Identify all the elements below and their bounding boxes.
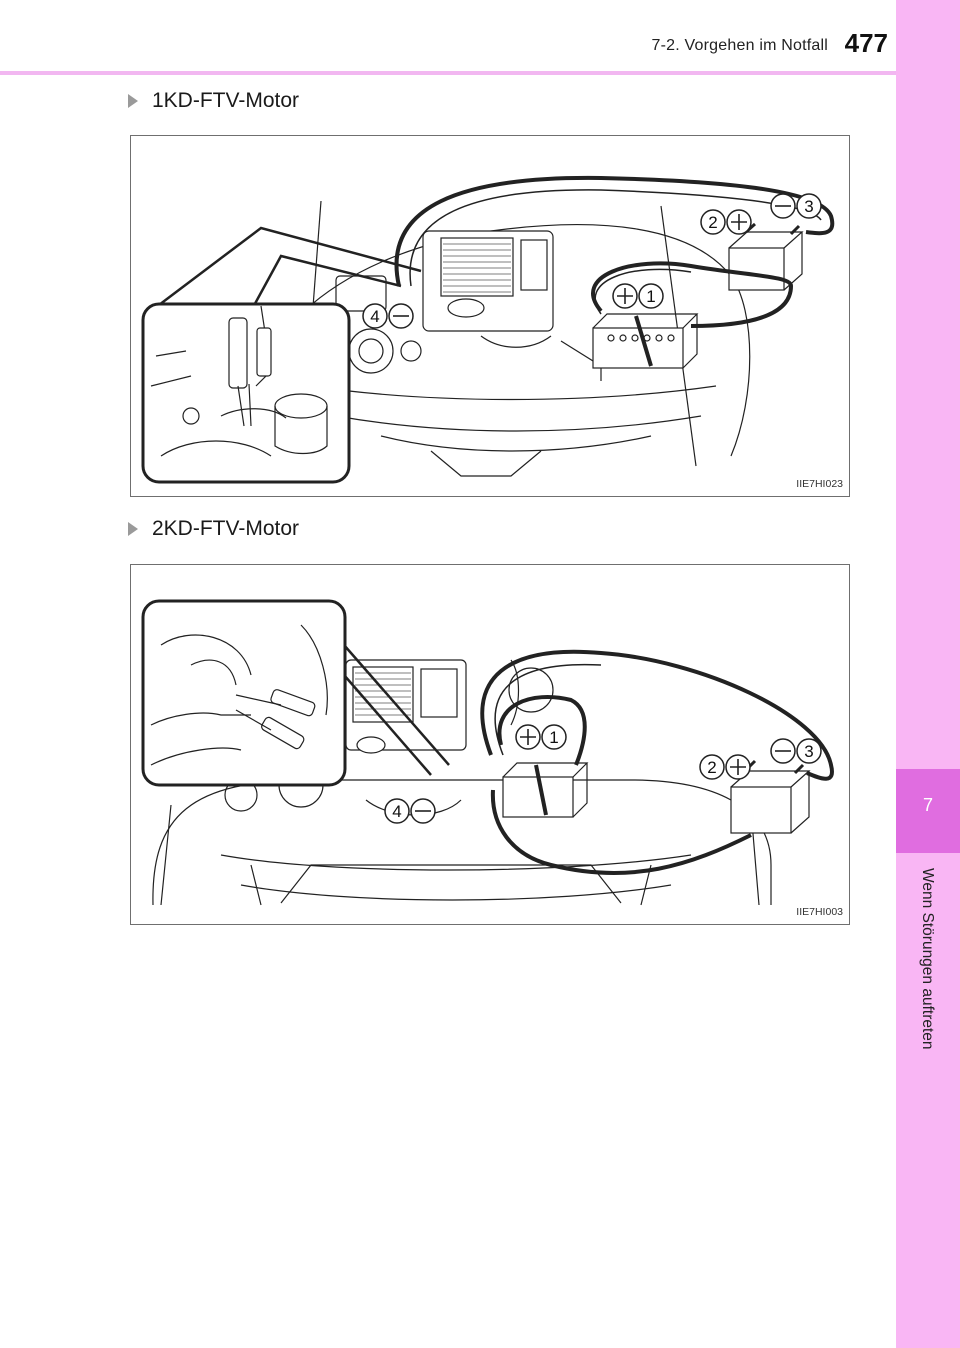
chapter-title-text: Wenn Störungen auftreten <box>919 868 936 1050</box>
callout-3: 3 <box>804 197 813 216</box>
figure-1-image-code: IIE7HI023 <box>796 478 843 490</box>
chapter-number-box <box>896 769 960 853</box>
callout-4: 4 <box>392 802 401 821</box>
callout-1: 1 <box>549 728 558 747</box>
header-rule <box>0 71 896 75</box>
chapter-title: Wenn Störungen auftreten <box>912 868 944 1128</box>
chapter-number: 7 <box>922 795 933 815</box>
triangle-bullet-icon <box>128 94 138 108</box>
triangle-bullet-icon <box>128 522 138 536</box>
callout-1: 1 <box>646 287 655 306</box>
figure-1-illustration: 2 3 1 4 IIE7HI023 <box>130 135 850 497</box>
running-header-section: 7-2. Vorgehen im Notfall <box>651 37 828 54</box>
figure-2-image-code: IIE7HI003 <box>796 906 843 918</box>
figure-1-title: 1KD-FTV-Motor <box>152 89 300 112</box>
callout-3: 3 <box>804 742 813 761</box>
figure-2-title: 2KD-FTV-Motor <box>152 517 300 540</box>
page-number: 477 <box>844 28 888 58</box>
engine-bay-2kd-illustration: 1 2 3 4 <box>141 599 834 906</box>
figure-2-heading: 2KD-FTV-Motor <box>128 514 299 544</box>
engine-bay-1kd-illustration: 2 3 1 4 <box>141 175 835 484</box>
chapter-side-tab <box>896 0 960 1348</box>
callout-2: 2 <box>707 758 716 777</box>
figure-2-illustration: 1 2 3 4 IIE7HI003 <box>130 564 850 925</box>
callout-4: 4 <box>370 307 379 326</box>
figure-1-heading: 1KD-FTV-Motor <box>128 86 299 116</box>
callout-2: 2 <box>708 213 717 232</box>
